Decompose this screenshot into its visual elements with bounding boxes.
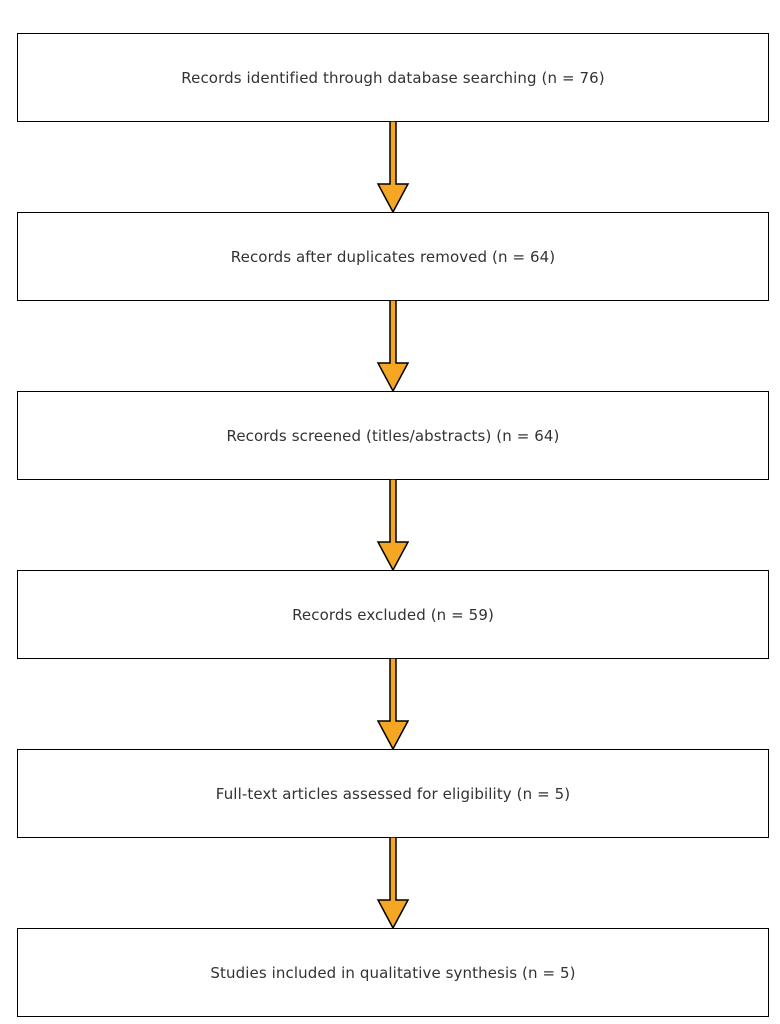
step-box-excluded: Records excluded (n = 59) — [17, 570, 769, 659]
down-arrow-icon — [376, 479, 410, 571]
down-arrow-icon — [376, 658, 410, 750]
step-box-screened: Records screened (titles/abstracts) (n =… — [17, 391, 769, 480]
step-box-full-text-assessed: Full-text articles assessed for eligibil… — [17, 749, 769, 838]
down-arrow-icon — [376, 121, 410, 213]
step-box-identified: Records identified through database sear… — [17, 33, 769, 122]
step-box-duplicates-removed: Records after duplicates removed (n = 64… — [17, 212, 769, 301]
down-arrow-icon — [376, 300, 410, 392]
step-label-identified: Records identified through database sear… — [181, 68, 605, 87]
down-arrow-icon — [376, 837, 410, 929]
step-label-excluded: Records excluded (n = 59) — [292, 605, 494, 624]
step-box-included: Studies included in qualitative synthesi… — [17, 928, 769, 1017]
step-label-included: Studies included in qualitative synthesi… — [210, 963, 576, 982]
step-label-screened: Records screened (titles/abstracts) (n =… — [226, 426, 560, 445]
step-label-full-text-assessed: Full-text articles assessed for eligibil… — [215, 784, 571, 803]
step-label-duplicates-removed: Records after duplicates removed (n = 64… — [230, 247, 556, 266]
